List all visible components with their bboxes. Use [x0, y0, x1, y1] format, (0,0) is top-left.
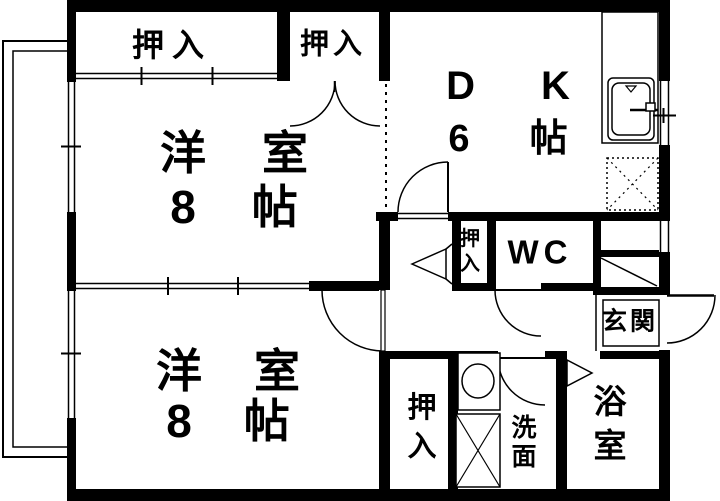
room2-size-unit: 帖 [243, 395, 290, 447]
entrance-label-box [602, 299, 660, 347]
dk-size-value: 6 [448, 118, 470, 160]
shoe-cabinet-diagonal [600, 257, 658, 287]
bathroom-label: 浴 室 [593, 383, 627, 464]
walls [67, 0, 670, 501]
closet-mid-label: 押 入 [460, 228, 480, 275]
entrance-door-arc [666, 294, 716, 344]
washroom-door-arc [497, 357, 546, 406]
room2-size-value: 8 [166, 395, 192, 447]
room1-label: 洋 室 8 帖 [160, 130, 308, 230]
closet-bottom-label: 押 入 [407, 392, 437, 463]
dk-size-unit: 帖 [529, 118, 568, 160]
dk-name-char: K [541, 64, 570, 108]
washroom-label: 洗 面 [511, 414, 537, 471]
closet-top-left-label: 押入 [131, 27, 213, 63]
washing-machine-space-icon [455, 413, 501, 488]
closet-double-door-arc-left [289, 80, 336, 127]
dk-name-char: D [446, 64, 475, 108]
room1-name-char: 室 [262, 127, 308, 179]
room1-name-char: 洋 [160, 127, 206, 179]
kitchen-sink-icon [607, 77, 676, 141]
room2-door-arc [321, 289, 384, 352]
closet-double-door-arc-right [334, 80, 381, 127]
wc-label: WC [507, 233, 573, 271]
room2-door-leaf [380, 289, 386, 352]
room2-label: 洋 室 8 帖 [156, 348, 300, 444]
room1-size-value: 8 [170, 181, 196, 233]
room2-name-char: 洋 [156, 345, 202, 397]
dk-door-arc [397, 161, 449, 213]
room1-size-unit: 帖 [251, 181, 298, 233]
refrigerator-space-icon [606, 157, 659, 211]
sink-drain-icon [624, 85, 638, 93]
closet-mid-door-triangle [410, 247, 447, 281]
entrance-step [595, 295, 660, 351]
dk-label: D K 6 帖 [446, 66, 570, 158]
wc-door-arc [494, 289, 542, 337]
bath-door-triangle [566, 358, 594, 388]
closet-top-mid-label: 押入 [299, 28, 367, 61]
room2-name-char: 室 [254, 345, 300, 397]
balcony-railing [2, 40, 68, 458]
entrance-label: 玄関 [601, 307, 659, 336]
wash-basin-icon [457, 352, 501, 411]
door-swing-arcs [289, 80, 716, 406]
window-lines [61, 67, 670, 418]
